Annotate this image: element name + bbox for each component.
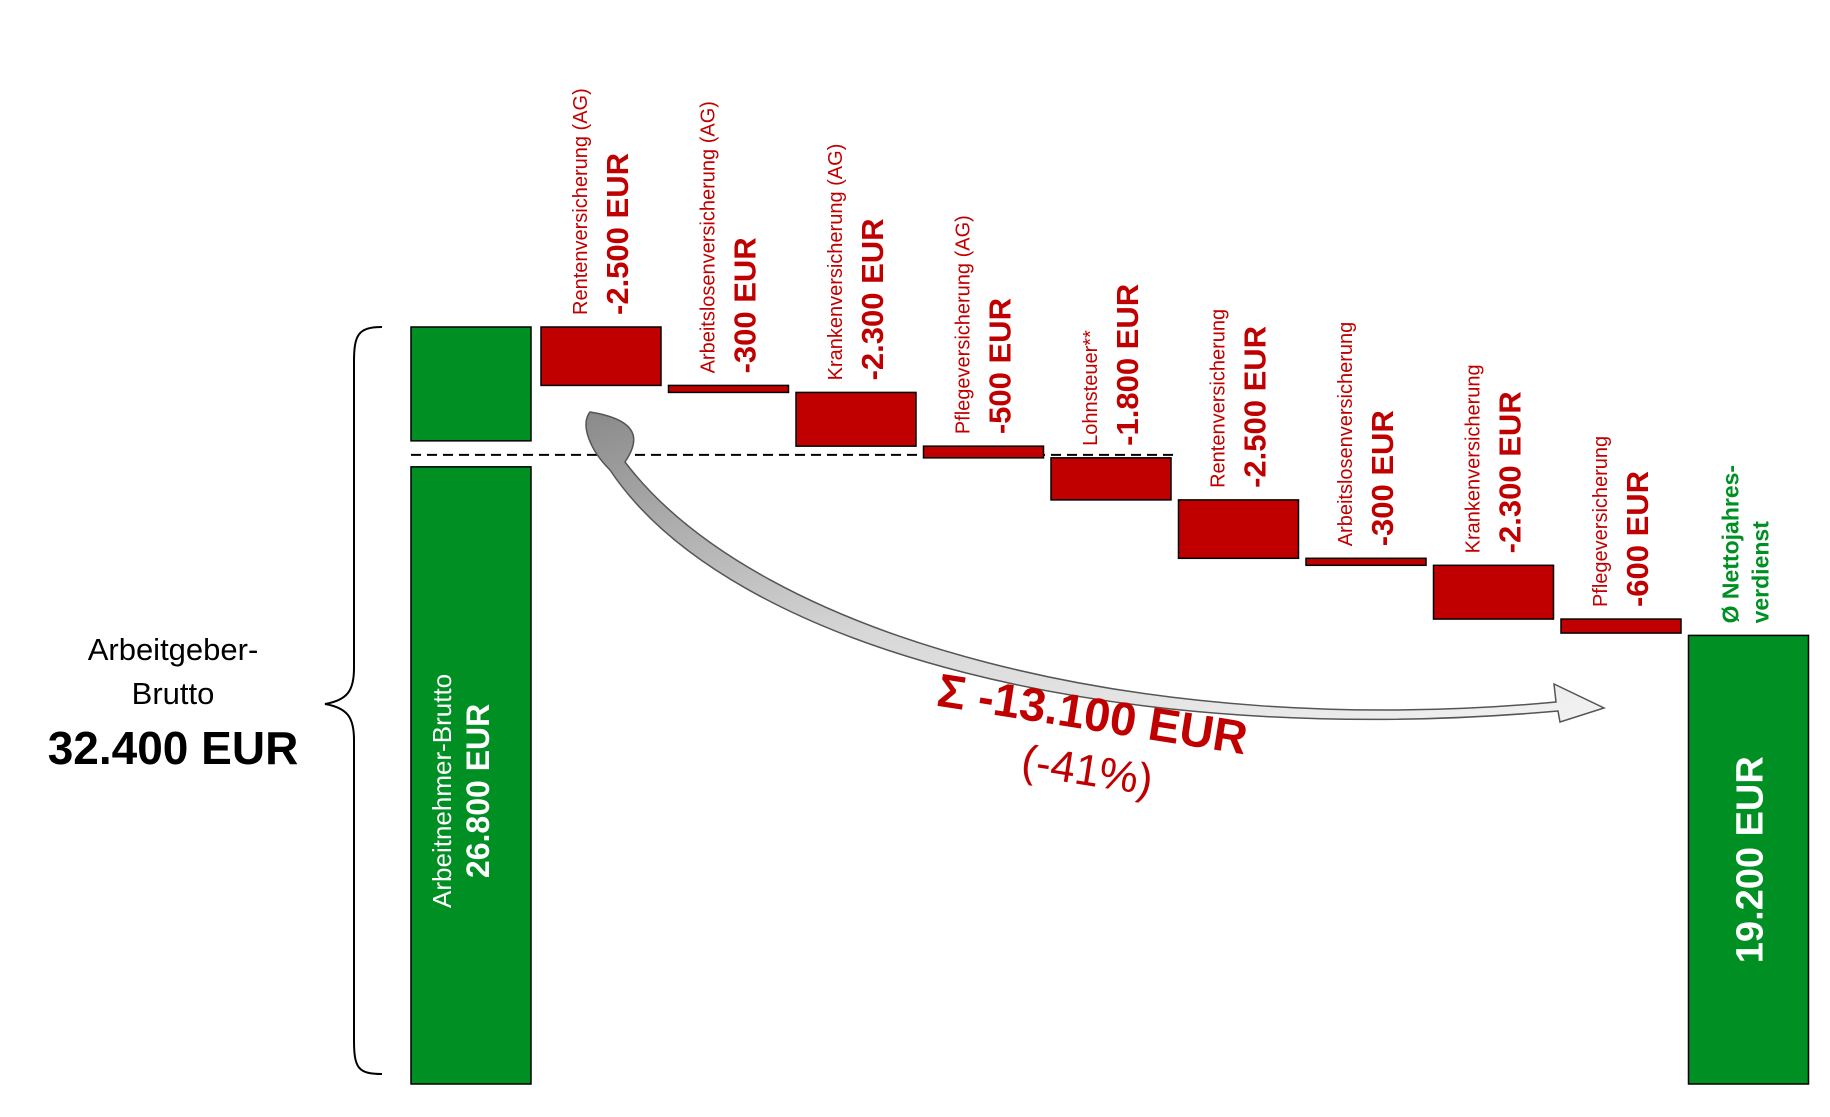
deduction-bar xyxy=(795,391,917,447)
deduction-amount: -2.500 EUR xyxy=(600,153,635,315)
deduction-amount: -500 EUR xyxy=(983,298,1018,434)
employee-gross-label: Arbeitnehmer-Brutto xyxy=(427,674,457,908)
net-label-line2: verdienst xyxy=(1748,521,1774,624)
deduction-name: Arbeitslosenversicherung (AG) xyxy=(698,101,720,373)
deduction-bar xyxy=(540,326,662,387)
deduction-amount: -1.800 EUR xyxy=(1110,284,1145,446)
deduction-name: Lohnsteuer** xyxy=(1080,330,1102,446)
deduction-amount: -2.500 EUR xyxy=(1238,326,1273,488)
employer-gross-value: 32.400 EUR xyxy=(48,722,299,774)
deduction-amount: -300 EUR xyxy=(1365,410,1400,546)
deduction-bar xyxy=(1432,564,1555,620)
employer-contribution-bar xyxy=(410,326,532,442)
deduction-amount: -600 EUR xyxy=(1620,471,1655,607)
deduction-name: Rentenversicherung (AG) xyxy=(570,88,592,315)
employee-gross-text: Arbeitnehmer-Brutto 26.800 EUR xyxy=(427,674,496,908)
deduction-bar xyxy=(1305,557,1427,567)
net-value-text: 19.200 EUR xyxy=(1730,756,1772,963)
net-income-bar xyxy=(1687,634,1810,1085)
deduction-amount: -300 EUR xyxy=(728,237,763,373)
employer-gross-label-line1: Arbeitgeber- xyxy=(88,632,259,667)
net-label-text: Ø Nettojahres- verdienst xyxy=(1718,465,1774,623)
employee-gross-bar xyxy=(410,466,532,1085)
deduction-bar xyxy=(1560,618,1682,634)
sum-arrow xyxy=(585,411,1607,723)
employee-gross-value: 26.800 EUR xyxy=(460,704,496,878)
deduction-name: Arbeitslosenversicherung xyxy=(1335,322,1357,547)
deduction-amount: -2.300 EUR xyxy=(1493,391,1528,553)
deduction-name: Krankenversicherung xyxy=(1463,364,1485,553)
deduction-name: Pflegeversicherung (AG) xyxy=(953,215,975,434)
employer-gross-label-line2: Brutto xyxy=(132,676,215,711)
net-value: 19.200 EUR xyxy=(1730,756,1772,963)
deduction-name: Rentenversicherung xyxy=(1208,309,1230,488)
deductions-group: Rentenversicherung (AG) -2.500 EUR Arbeits… xyxy=(540,88,1682,634)
deduction-name: Pflegeversicherung xyxy=(1590,436,1612,607)
deduction-name: Krankenversicherung (AG) xyxy=(825,144,847,381)
deduction-amount: -2.300 EUR xyxy=(855,218,890,380)
net-label-line1: Ø Nettojahres- xyxy=(1718,465,1744,623)
deduction-bar xyxy=(1177,499,1300,560)
deduction-bar xyxy=(922,445,1045,459)
employer-gross-brace xyxy=(324,326,383,1075)
deduction-bar xyxy=(667,384,790,394)
deduction-bar xyxy=(1050,457,1172,501)
